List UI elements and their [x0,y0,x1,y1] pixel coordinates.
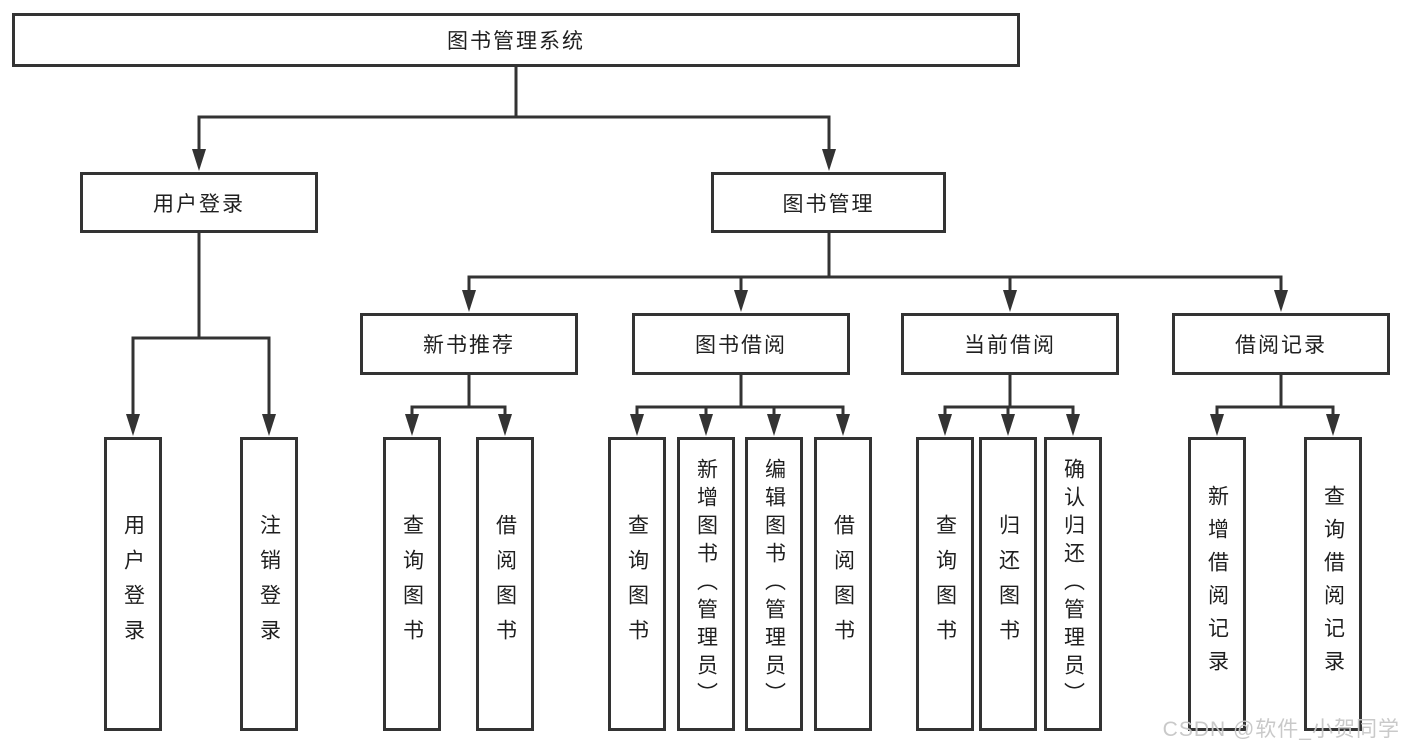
node-label: 注销登录 [257,514,281,654]
node-label: 查询图书 [625,514,649,654]
node-leaf-query-books: 查询图书 [608,437,666,731]
node-label: 归还图书 [996,514,1020,654]
node-leaf-user-login: 用户登录 [104,437,162,731]
node-label: 当前借阅 [964,334,1056,357]
node-leaf-edit-books-admin: 编辑图书（管理员） [745,437,803,731]
node-new-book-recommendation: 新书推荐 [360,313,578,375]
connector-borrowing-to-leaves [635,375,845,417]
node-user-login: 用户登录 [80,172,318,233]
node-leaf-return-books: 归还图书 [979,437,1037,731]
node-leaf-logout: 注销登录 [240,437,298,731]
node-leaf-borrow-books: 借阅图书 [476,437,534,731]
node-library-management-system: 图书管理系统 [12,13,1020,67]
connector-root-to-level2 [197,67,831,152]
node-leaf-query-books: 查询图书 [383,437,441,731]
node-label: 查询图书 [933,514,957,654]
node-label: 借阅图书 [831,514,855,654]
node-leaf-confirm-return-admin: 确认归还（管理员） [1044,437,1102,731]
node-leaf-add-borrow-record: 新增借阅记录 [1188,437,1246,731]
node-label: 借阅图书 [493,514,517,654]
node-label: 新书推荐 [423,334,515,357]
node-label: 查询借阅记录 [1321,485,1345,683]
node-label: 图书借阅 [695,334,787,357]
node-label: 用户登录 [153,192,245,216]
node-label: 新增借阅记录 [1205,485,1229,683]
node-label: 新增图书（管理员） [694,458,718,710]
node-label: 编辑图书（管理员） [762,458,786,710]
connector-current-to-leaves [943,375,1075,417]
node-leaf-add-books-admin: 新增图书（管理员） [677,437,735,731]
connector-records-to-leaves [1215,375,1335,417]
node-label: 图书管理 [782,192,875,216]
node-label: 确认归还（管理员） [1061,458,1085,710]
node-book-borrowing: 图书借阅 [632,313,850,375]
node-label: 用户登录 [121,514,145,654]
node-label: 图书管理系统 [447,30,585,53]
node-leaf-borrow-books: 借阅图书 [814,437,872,731]
node-leaf-query-borrow-record: 查询借阅记录 [1304,437,1362,731]
node-leaf-query-books: 查询图书 [916,437,974,731]
node-book-management: 图书管理 [711,172,946,233]
connector-newbook-to-leaves [410,375,507,417]
node-current-borrowing: 当前借阅 [901,313,1119,375]
node-borrowing-records: 借阅记录 [1172,313,1390,375]
connector-bookmgmt-to-level3 [467,233,1283,293]
csdn-watermark: CSDN @软件_小贺同学 [1162,718,1400,741]
node-label: 查询图书 [400,514,424,654]
connector-userlogin-to-leaves [131,233,271,417]
node-label: 借阅记录 [1235,334,1327,357]
